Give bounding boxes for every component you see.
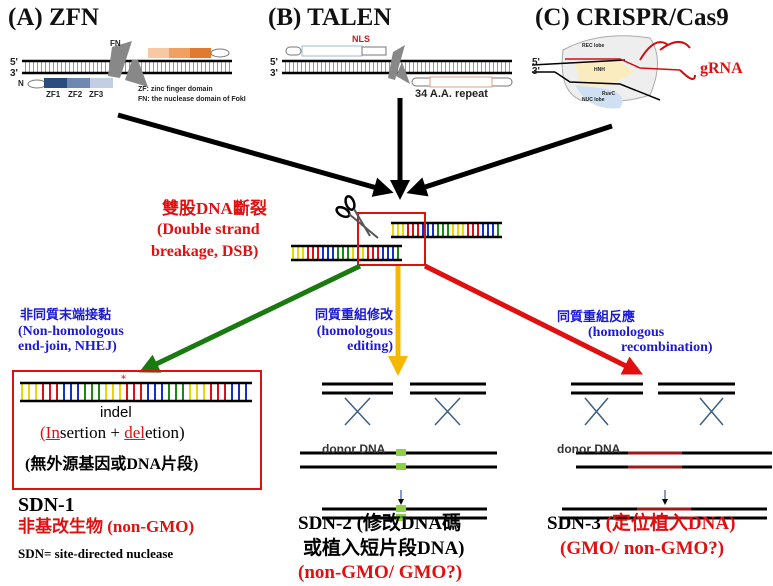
talen-repeat-label: 34 A.A. repeat xyxy=(415,88,488,100)
sdn1-status: 非基改生物 (non-GMO) xyxy=(18,517,195,536)
zfn-legend-fn: FN: the nuclease domain of FokI xyxy=(138,96,246,103)
sdn2-graphic xyxy=(300,382,497,521)
zf1-label: ZF1 xyxy=(46,90,61,99)
sdn2-desc2: 或植入短片段DNA) xyxy=(303,538,465,559)
sdn3-desc: (定位植入DNA) xyxy=(605,513,736,534)
crispr-nuc-lobe: NUC lobe xyxy=(582,97,605,103)
dsb-label-en2: breakage, DSB) xyxy=(151,243,259,260)
sdn3-graphic xyxy=(562,382,772,520)
dsb-highlight-box xyxy=(357,212,426,266)
zfn-title: (A) ZFN xyxy=(8,4,99,31)
nhej-label-en2: end-join, NHEJ) xyxy=(18,339,117,354)
indel-mark-icon: * xyxy=(121,374,126,385)
del-highlight: del xyxy=(124,423,145,442)
ins-paren: ( xyxy=(40,423,46,442)
zfn-5prime: 5' xyxy=(10,57,18,68)
ins-rest: sertion + xyxy=(59,423,125,442)
dsb-dna xyxy=(291,221,502,262)
sdn2-status: (non-GMO/ GMO?) xyxy=(298,562,463,583)
crispr-arrow xyxy=(406,123,613,197)
zfn-fn-label: FN xyxy=(110,39,121,48)
sdn2-donor-label: donor DNA xyxy=(322,442,386,456)
hr-arrow xyxy=(423,263,643,375)
talen-5prime: 5' xyxy=(270,57,278,68)
zf2-label: ZF2 xyxy=(68,90,83,99)
dsb-label-en1: (Double strand xyxy=(157,221,260,238)
grna-label: gRNA xyxy=(700,60,743,77)
ins-highlight: In xyxy=(45,423,60,442)
nhej-label-zh: 非同質末端接黏 xyxy=(20,307,112,322)
talen-nls-label: NLS xyxy=(352,34,370,44)
sdn2-desc1: (修改DNA碼 xyxy=(356,513,462,534)
zf3-label: ZF3 xyxy=(89,90,104,99)
del-rest: etion) xyxy=(144,423,185,442)
zfn-dna xyxy=(22,41,232,89)
crispr-ruvc: RuvC xyxy=(602,91,616,97)
sdn3-donor-label: donor DNA xyxy=(557,442,621,456)
nhej-arrow xyxy=(138,263,362,373)
sdn2-name: SDN-2 xyxy=(298,513,352,534)
crispr-title: (C) CRISPR/Cas9 xyxy=(535,4,729,31)
sdn2-line1: SDN-2 (修改DNA碼 xyxy=(298,513,462,535)
zfn-arrow xyxy=(117,112,394,197)
crispr-5prime: 5' xyxy=(532,57,540,68)
sdn3-name: SDN-3 xyxy=(547,513,601,534)
talen-title: (B) TALEN xyxy=(268,4,392,31)
crispr-3prime: 3' xyxy=(532,66,540,77)
sdn1-name: SDN-1 xyxy=(18,494,75,516)
scissors-icon xyxy=(335,195,379,239)
sdn3-status: (GMO/ non-GMO?) xyxy=(560,538,725,559)
sdn-footnote: SDN= site-directed nuclease xyxy=(18,546,174,561)
nhej-label-en1: (Non-homologous xyxy=(18,324,124,339)
crispr-rec-lobe: REC lobe xyxy=(582,43,605,49)
hde-label-zh: 同質重組修改 xyxy=(314,307,393,322)
indel-expansion: (Insertion + deletion) xyxy=(40,423,185,443)
crispr-hnh: HNH xyxy=(594,67,605,73)
zfn-3prime: 3' xyxy=(10,68,18,79)
dsb-label-zh: 雙股DNA斷裂 xyxy=(162,199,267,218)
sdn1-box-note: (無外源基因或DNA片段) xyxy=(25,456,199,473)
hr-label-en2: recombination) xyxy=(621,340,713,355)
zfn-legend-zf: ZF: zinc finger domain xyxy=(138,86,213,93)
indel-dna xyxy=(20,381,252,403)
hr-label-zh: 同質重組反應 xyxy=(557,309,636,324)
hr-label-en1: (homologous xyxy=(588,325,665,340)
hde-label-en2: editing) xyxy=(347,339,393,354)
sdn3-line1: SDN-3 (定位植入DNA) xyxy=(547,513,736,535)
sdn1-box xyxy=(12,370,262,490)
indel-label: indel xyxy=(100,404,132,421)
talen-3prime: 3' xyxy=(270,68,278,79)
crispr-complex xyxy=(531,35,696,109)
hde-label-en1: (homologous xyxy=(316,324,393,339)
zfn-n-label: N xyxy=(18,79,24,88)
talen-dna xyxy=(282,45,513,88)
